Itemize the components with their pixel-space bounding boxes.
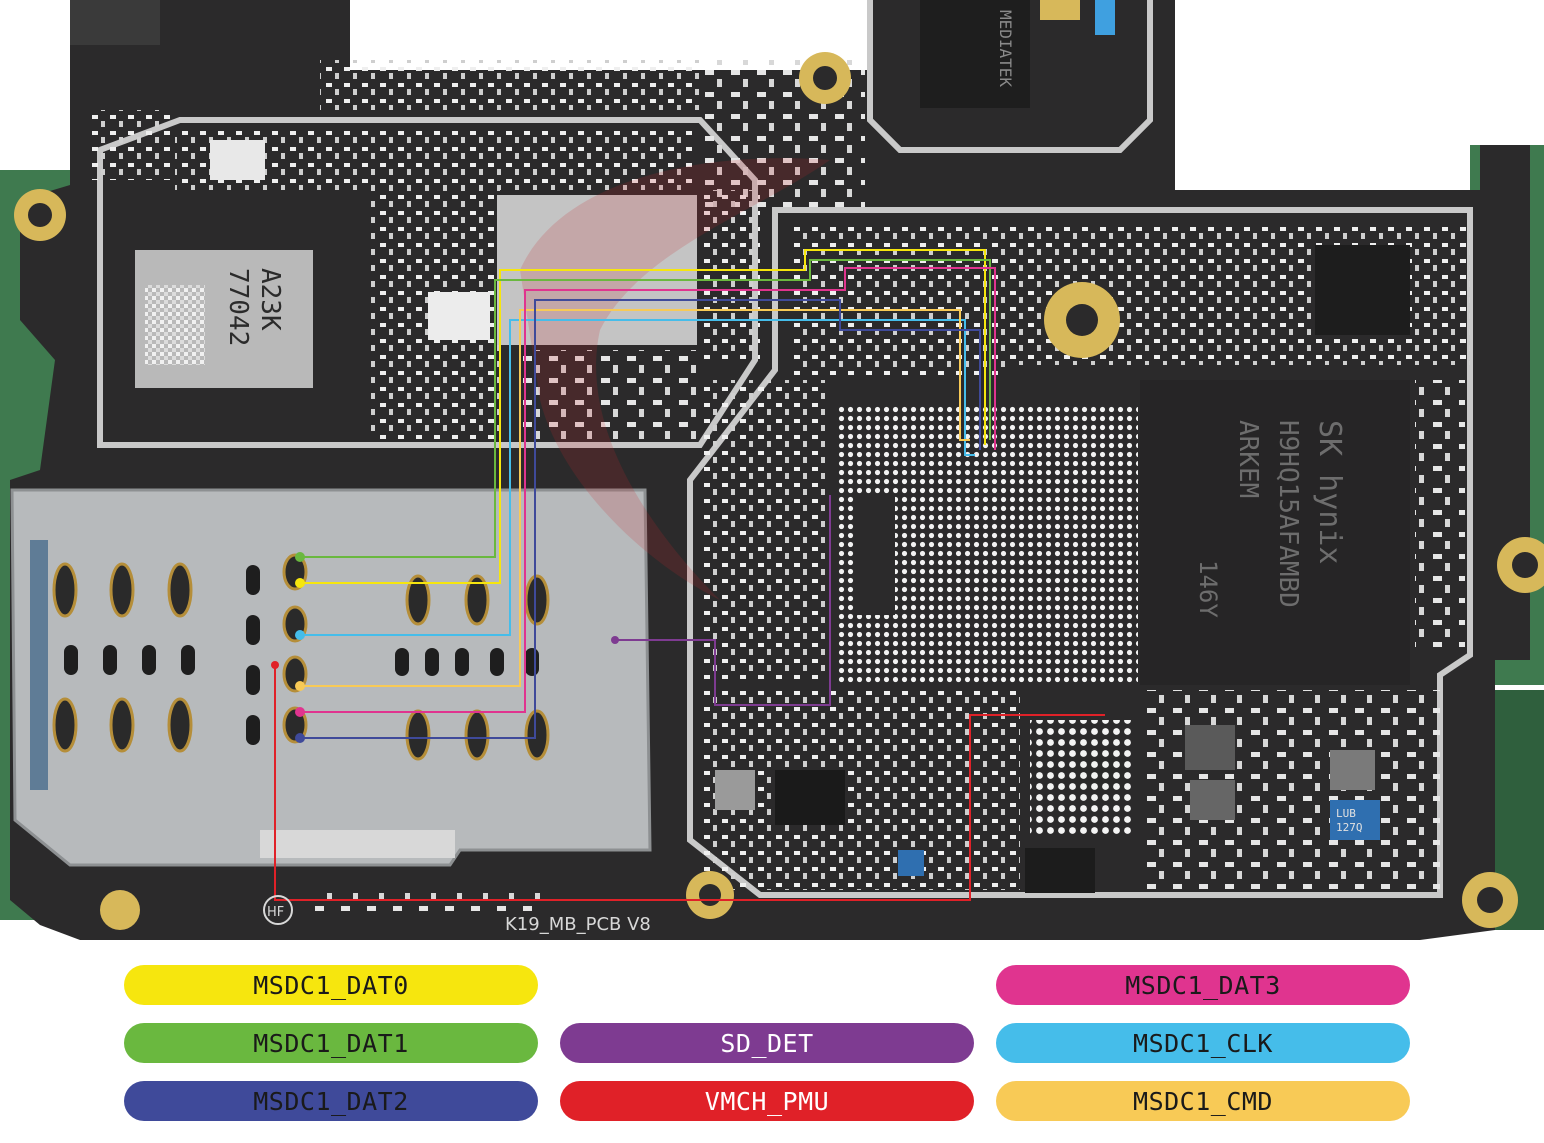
legend-msdc1-dat3: MSDC1_DAT3 xyxy=(996,965,1410,1005)
trace-msdc1-clk xyxy=(300,319,975,636)
memory-part: H9HQ15AFAMBD xyxy=(1273,420,1303,608)
trace-msdc1-dat2 xyxy=(300,299,981,739)
pmic-chip: 77042 A23K xyxy=(135,250,313,388)
legend-label: MSDC1_DAT3 xyxy=(1125,970,1281,1000)
legend-msdc1-clk: MSDC1_CLK xyxy=(996,1023,1410,1063)
sim-tray xyxy=(10,488,652,867)
memory-brand: SK hynix xyxy=(1312,420,1347,565)
trace-endpoints xyxy=(271,552,619,743)
sim-small-holes xyxy=(64,565,539,745)
legend-sd-det: SD_DET xyxy=(560,1023,974,1063)
legend-msdc1-dat1: MSDC1_DAT1 xyxy=(124,1023,538,1063)
legend-label: MSDC1_CLK xyxy=(1133,1028,1273,1058)
legend-msdc1-dat0: MSDC1_DAT0 xyxy=(124,965,538,1005)
trace-msdc1-cmd xyxy=(300,309,970,687)
inductor-blue xyxy=(1330,800,1380,840)
pcb-board-image: 77042 A23K MEDIATEK SK hynix H9HQ15AFAMB… xyxy=(0,0,1544,940)
watermark-logo xyxy=(520,158,830,600)
legend-label: MSDC1_CMD xyxy=(1133,1086,1273,1116)
legend-label: SD_DET xyxy=(720,1028,814,1058)
memory-code: ARKEM xyxy=(1233,420,1263,498)
mediatek-chip xyxy=(920,0,1030,108)
sim-contacts xyxy=(52,553,550,761)
trace-sd-det xyxy=(615,495,831,706)
legend-msdc1-cmd: MSDC1_CMD xyxy=(996,1081,1410,1121)
trace-msdc1-dat0 xyxy=(300,249,986,584)
pmu-bga-pads xyxy=(1030,720,1135,835)
legend-label: MSDC1_DAT1 xyxy=(253,1028,409,1058)
trace-vmch-pmu xyxy=(274,665,1105,901)
inductor-marking-1: LUB xyxy=(1336,807,1356,820)
legend-msdc1-dat2: MSDC1_DAT2 xyxy=(124,1081,538,1121)
signal-traces xyxy=(274,249,1105,901)
trace-msdc1-dat3 xyxy=(300,267,996,713)
smd-components xyxy=(90,60,1470,912)
memory-date: 146Y xyxy=(1194,560,1222,618)
logo-silkscreen: HF xyxy=(267,905,284,920)
trace-msdc1-dat1 xyxy=(300,259,991,558)
legend-label: VMCH_PMU xyxy=(704,1086,830,1116)
pmic-marking-1: 77042 xyxy=(223,268,253,346)
board-silkscreen-label: K19_MB_PCB V8 xyxy=(505,914,651,935)
legend-vmch-pmu: VMCH_PMU xyxy=(560,1081,974,1121)
legend-label: MSDC1_DAT2 xyxy=(253,1086,409,1116)
legend-label: MSDC1_DAT0 xyxy=(253,970,409,1000)
pmic-marking-2: A23K xyxy=(255,268,285,331)
inductor-marking-2: 127Q xyxy=(1336,821,1363,834)
memory-chip: SK hynix H9HQ15AFAMBD ARKEM 146Y xyxy=(1140,380,1410,685)
mediatek-marking: MEDIATEK xyxy=(996,10,1015,87)
